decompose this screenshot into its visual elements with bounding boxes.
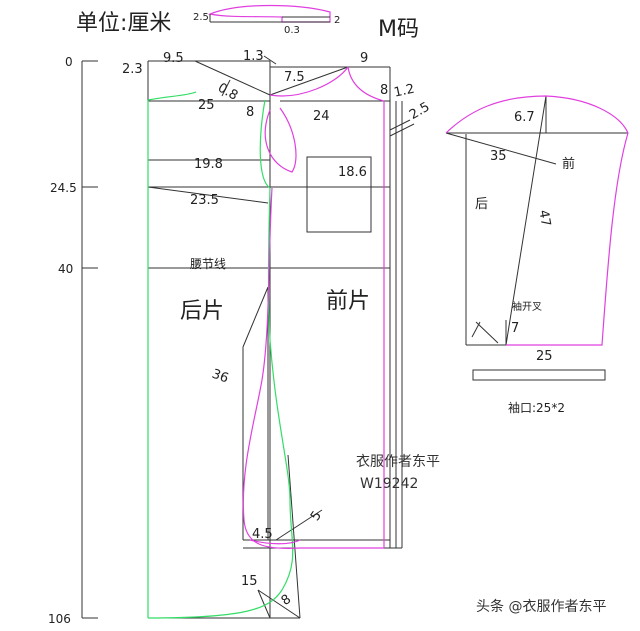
body-label-1-2: 1.2 bbox=[393, 82, 416, 101]
cuff-label: 袖口:25*2 bbox=[508, 400, 565, 415]
author-credit: 衣服作者东平 bbox=[356, 454, 440, 470]
sleeve-front-label: 前 bbox=[562, 156, 575, 172]
front-piece-label: 前片 bbox=[326, 289, 370, 314]
collar-bottom-label: 0.3 bbox=[284, 25, 300, 36]
body-label-24: 24 bbox=[313, 109, 330, 124]
sleeve-construction bbox=[445, 95, 628, 381]
collar-right-label: 2 bbox=[334, 15, 340, 26]
sleeve-slit-label: 袖开叉 bbox=[512, 300, 542, 313]
back-piece-label: 后片 bbox=[180, 299, 224, 324]
scale-0: 0 bbox=[65, 55, 73, 69]
scale-40: 40 bbox=[58, 262, 73, 276]
front-outline bbox=[242, 66, 385, 549]
body-label-23-5: 23.5 bbox=[190, 193, 219, 208]
body-construction-lines bbox=[147, 55, 415, 619]
collar-left-label: 2.5 bbox=[193, 12, 209, 23]
scale-106: 106 bbox=[48, 612, 71, 626]
watermark-text: 头条 @衣服作者东平 bbox=[476, 598, 606, 615]
body-label-25-back: 25 bbox=[198, 98, 215, 113]
body-label-9-5: 9.5 bbox=[163, 51, 184, 66]
body-label-8-front: 8 bbox=[380, 83, 388, 98]
size-label: M码 bbox=[378, 17, 419, 42]
body-label-5: 5 bbox=[308, 508, 325, 523]
body-label-8-hem: 8 bbox=[279, 592, 294, 609]
body-label-4-5: 4.5 bbox=[252, 527, 273, 542]
body-label-7-5: 7.5 bbox=[284, 70, 305, 85]
sleeve-label-47: 47 bbox=[535, 209, 553, 228]
sleeve-outline bbox=[445, 95, 629, 346]
body-label-18-6: 18.6 bbox=[338, 165, 367, 180]
body-label-1-3: 1.3 bbox=[243, 49, 264, 64]
sleeve-label-25: 25 bbox=[536, 349, 553, 364]
collar-piece bbox=[207, 4, 331, 23]
sleeve-label-6-7: 6.7 bbox=[514, 110, 535, 125]
body-label-2-3: 2.3 bbox=[122, 62, 143, 77]
vertical-scale bbox=[81, 60, 98, 619]
pattern-code: W19242 bbox=[360, 476, 418, 492]
body-label-2-5: 2.5 bbox=[407, 100, 432, 123]
body-label-36: 36 bbox=[210, 367, 231, 387]
body-label-8-back: 8 bbox=[246, 105, 254, 120]
sleeve-back-label: 后 bbox=[475, 197, 488, 212]
sleeve-label-7: 7 bbox=[511, 321, 519, 336]
body-label-9: 9 bbox=[360, 51, 368, 66]
waist-line-label: 腰节线 bbox=[190, 257, 226, 271]
body-label-0-8: 0.8 bbox=[215, 80, 240, 103]
sleeve-label-35: 35 bbox=[490, 149, 507, 164]
body-label-15: 15 bbox=[241, 574, 258, 589]
scale-24-5: 24.5 bbox=[50, 181, 77, 195]
unit-label: 单位:厘米 bbox=[76, 11, 171, 36]
body-label-19-8: 19.8 bbox=[194, 157, 223, 172]
